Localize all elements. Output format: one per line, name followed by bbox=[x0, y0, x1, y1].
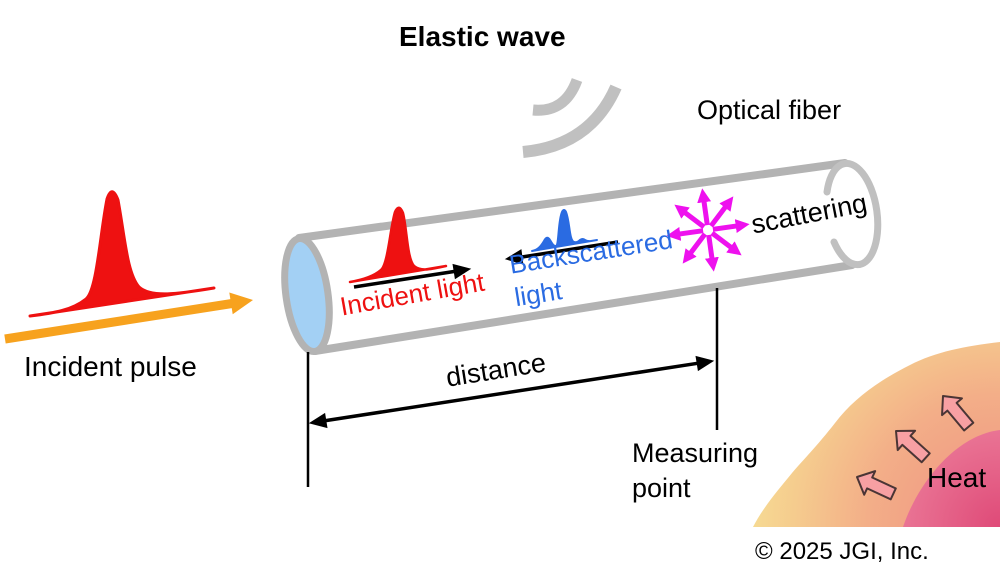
fiber-right-end-rim bbox=[823, 159, 882, 269]
distance-arrowhead-left bbox=[308, 412, 328, 429]
wave-arc-outer bbox=[522, 84, 622, 158]
title-elastic-wave: Elastic wave bbox=[399, 21, 566, 52]
fiber-left-end-face bbox=[281, 234, 333, 356]
distance-arrowhead-right bbox=[695, 355, 715, 372]
distance-dimension bbox=[306, 288, 719, 487]
incident-pulse-arrow bbox=[4, 292, 253, 344]
wave-arc-inner bbox=[532, 77, 583, 116]
label-measuring-point: Measuring point bbox=[632, 438, 759, 503]
fiber-top-edge bbox=[295, 159, 849, 242]
label-incident-pulse: Incident pulse bbox=[24, 351, 197, 382]
elastic-wave-arcs-icon bbox=[522, 77, 622, 158]
scattering-burst-icon bbox=[666, 188, 750, 272]
heat-zone bbox=[753, 342, 1000, 527]
distance-arrow-shaft bbox=[323, 361, 698, 423]
heat-inner-region bbox=[903, 430, 1000, 527]
backscattered-light-waveform bbox=[504, 209, 619, 265]
incident-light-curve bbox=[348, 206, 448, 284]
fiber-bottom-edge bbox=[311, 261, 856, 355]
backscattered-curve bbox=[531, 209, 598, 252]
incident-light-arrow bbox=[353, 263, 472, 289]
label-heat: Heat bbox=[927, 462, 987, 493]
incident-pulse-waveform bbox=[4, 190, 253, 344]
optical-fiber-cylinder bbox=[281, 159, 882, 356]
incident-pulse-curve bbox=[28, 190, 216, 318]
backscattered-arrow bbox=[504, 240, 619, 265]
incident-light-waveform bbox=[348, 206, 472, 289]
copyright-notice: © 2025 JGI, Inc. bbox=[755, 538, 929, 565]
heat-arrows-up-left-icon bbox=[856, 395, 975, 501]
label-optical-fiber: Optical fiber bbox=[697, 95, 842, 125]
